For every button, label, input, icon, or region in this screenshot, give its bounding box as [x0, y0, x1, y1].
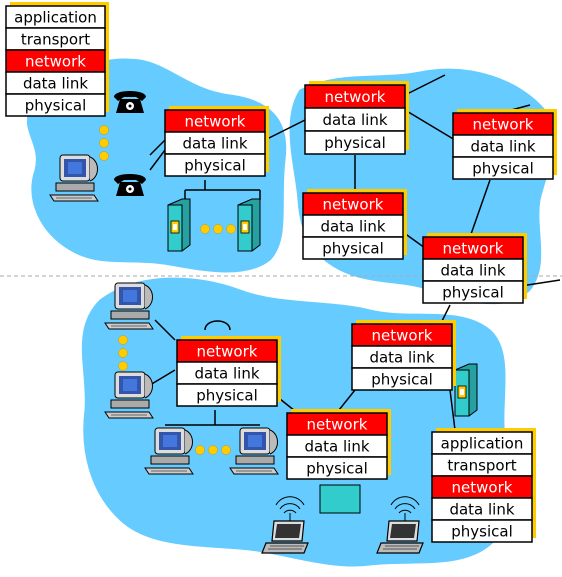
- link-arc: [204, 320, 231, 331]
- protocol-stack-router-bottom-center: network data link physical: [286, 409, 391, 480]
- layer-label-network: network: [443, 240, 504, 258]
- layer-label-network: network: [473, 116, 534, 134]
- server-icon: [237, 198, 261, 252]
- layer-cell-physical: [351, 367, 453, 391]
- layer-label-network: network: [25, 53, 86, 71]
- layer-label-data-link: data link: [449, 501, 514, 519]
- layer-label-transport: transport: [447, 457, 516, 475]
- layer-label-data-link: data link: [322, 111, 387, 129]
- protocol-stack-router-mid-left: network data link physical: [302, 189, 407, 260]
- layer-cell-physical: [431, 519, 533, 543]
- layer-label-network: network: [323, 196, 384, 214]
- layer-label-physical: physical: [472, 160, 534, 178]
- layer-label-network: network: [307, 416, 368, 434]
- layer-label-data-link: data link: [440, 262, 505, 280]
- layer-label-data-link: data link: [23, 75, 88, 93]
- server-icon: [454, 363, 478, 417]
- layer-cell-physical: [286, 456, 388, 480]
- layer-cell-physical: [5, 93, 106, 117]
- layer-label-physical: physical: [196, 387, 258, 405]
- protocol-stack-router-bottom-left: network data link physical: [176, 336, 281, 407]
- layer-cell-physical: [302, 236, 404, 260]
- protocol-stack-router-top-right: network data link physical: [452, 109, 557, 180]
- layer-label-data-link: data link: [194, 365, 259, 383]
- server-icon: [167, 198, 191, 252]
- layer-label-data-link: data link: [182, 135, 247, 153]
- layer-label-network: network: [452, 479, 513, 497]
- layer-label-network: network: [325, 88, 386, 106]
- protocol-stack-router-top-left: network data link physical: [164, 106, 269, 177]
- layer-cell-physical: [304, 130, 406, 155]
- layer-label-physical: physical: [306, 460, 368, 478]
- layer-cell-physical: [452, 156, 554, 180]
- protocol-stacks: application transport network data link phys…: [5, 2, 557, 543]
- layer-label-transport: transport: [21, 31, 90, 49]
- layer-cell-physical: [176, 383, 278, 407]
- layer-cell-physical: [164, 153, 266, 177]
- protocol-stack-router-top-mid: network data link physical: [304, 81, 409, 155]
- layer-label-network: network: [185, 113, 246, 131]
- layer-label-physical: physical: [451, 523, 513, 541]
- layer-label-data-link: data link: [320, 218, 385, 236]
- hub-icon: [319, 484, 361, 514]
- layer-label-physical: physical: [322, 240, 384, 258]
- link-lines: [149, 74, 561, 490]
- layer-label-application: application: [441, 435, 524, 453]
- layer-label-physical: physical: [184, 157, 246, 175]
- layer-label-data-link: data link: [470, 138, 535, 156]
- layer-label-application: application: [14, 9, 97, 27]
- protocol-stack-router-mid-right: network data link physical: [422, 233, 527, 304]
- layer-label-physical: physical: [25, 97, 87, 115]
- layer-label-physical: physical: [371, 371, 433, 389]
- ellipsis-dots: [99, 125, 236, 455]
- layer-label-data-link: data link: [304, 438, 369, 456]
- layer-label-data-link: data link: [369, 349, 434, 367]
- layer-label-network: network: [197, 343, 258, 361]
- layer-label-network: network: [372, 327, 433, 345]
- layer-label-physical: physical: [442, 284, 504, 302]
- protocol-stack-host-top-left: application transport network data link phys…: [5, 2, 109, 117]
- layer-cell-physical: [422, 280, 524, 304]
- protocol-stack-host-bottom-right: application transport network data link phys…: [431, 428, 536, 543]
- layer-label-physical: physical: [324, 134, 386, 152]
- protocol-stack-router-bottom-right: network data link physical: [351, 320, 456, 391]
